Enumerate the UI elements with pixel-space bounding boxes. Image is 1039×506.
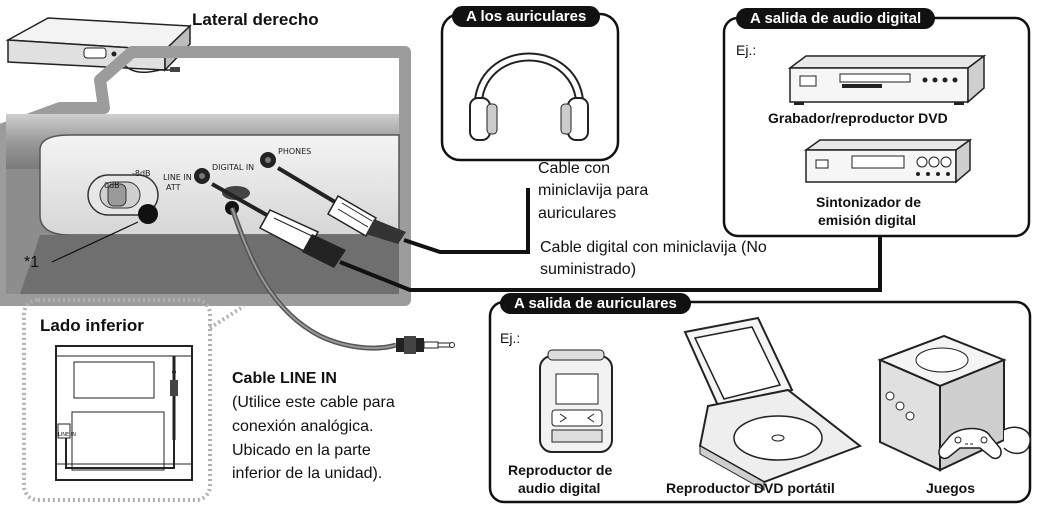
headphones-icon — [469, 52, 589, 141]
unit-thumbnail — [5, 17, 192, 74]
digital-cable-label-2: suministrado) — [540, 261, 637, 278]
bottom-jack-label: LINE IN — [58, 432, 76, 438]
audio-player-label-1: Reproductor de — [508, 462, 613, 478]
games-label: Juegos — [926, 480, 976, 496]
line-in-desc-1: (Utilice este cable para — [232, 394, 395, 411]
headphones-box — [440, 12, 620, 162]
bottom-side-heading: Lado inferior — [36, 316, 148, 336]
label-att: ATT — [166, 183, 181, 192]
line-in-cable-title: Cable LINE IN — [232, 370, 337, 387]
digital-audio-player-icon — [539, 349, 613, 453]
phones-cable-label-3: auriculares — [538, 205, 617, 222]
line-in-desc-3: Ubicado en la parte — [232, 442, 371, 459]
audio-player-label-2: audio digital — [518, 480, 601, 496]
digital-tuner-icon — [803, 138, 973, 184]
headphones-box-title: A los auriculares — [452, 6, 601, 27]
phones-cable — [403, 188, 530, 254]
digital-cable — [339, 236, 882, 292]
phones-cable-label-2: miniclavija para — [538, 182, 649, 199]
unit-bottom-view — [55, 345, 193, 481]
line-in-cable — [229, 207, 455, 354]
right-side-heading: Lateral derecho — [192, 10, 319, 29]
digital-box-example: Ej.: — [736, 42, 757, 58]
headphone-output-box-title: A salida de auriculares — [500, 293, 691, 314]
portable-dvd-label: Reproductor DVD portátil — [666, 480, 835, 496]
label-digital-in: DIGITAL IN — [212, 163, 254, 172]
bottom-side-frame — [22, 298, 212, 502]
headphone-output-example: Ej.: — [500, 330, 521, 346]
game-console-icon — [877, 334, 1031, 472]
digital-cable-label-1: Cable digital con miniclavija (No — [540, 239, 767, 257]
tuner-label-2: emisión digital — [818, 212, 917, 228]
label-phones: PHONES — [278, 147, 311, 156]
digital-plug — [211, 182, 346, 268]
footnote-leader — [51, 221, 139, 263]
phones-plug — [276, 166, 406, 244]
dvd-recorder-label: Grabador/reproductor DVD — [768, 110, 948, 126]
digital-box-title: A salida de audio digital — [736, 8, 936, 29]
tuner-label-1: Sintonizador de — [816, 194, 921, 210]
label-minus8db: -8dB — [132, 169, 151, 178]
dvd-recorder-icon — [787, 54, 987, 105]
footnote-marker: *1 — [24, 254, 40, 271]
label-0db: 0dB — [104, 181, 120, 190]
line-in-desc-4: inferior de la unidad). — [232, 465, 383, 482]
label-line-in: LINE IN — [163, 173, 192, 182]
phones-cable-label-1: Cable con — [538, 160, 611, 177]
line-in-desc-2: conexión analógica. — [232, 418, 374, 435]
portable-dvd-player-icon — [683, 316, 863, 491]
